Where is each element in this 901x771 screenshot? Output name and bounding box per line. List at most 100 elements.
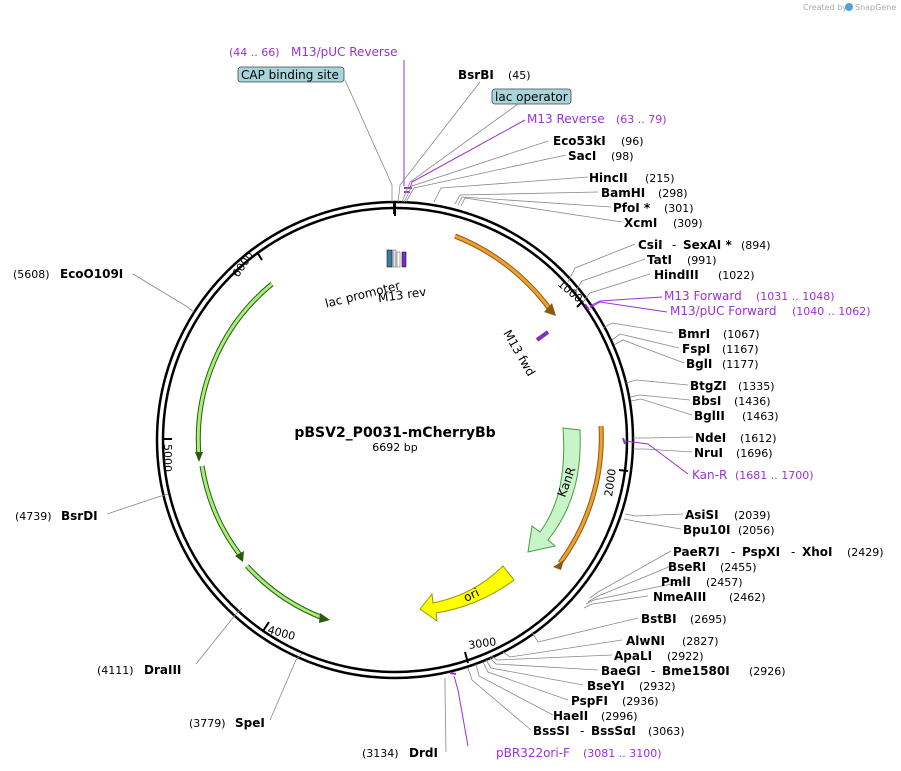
enzyme-nrui: NruI (1696) <box>694 446 773 460</box>
enzyme-name: BaeGI <box>601 664 641 678</box>
enzyme-position: (1067) <box>723 328 760 341</box>
cap-binding-site-box: CAP binding site <box>237 66 345 83</box>
enzyme-position: (98) <box>611 150 634 163</box>
enzyme-position: (1696) <box>736 447 773 460</box>
enzyme-position: (1022) <box>718 269 755 282</box>
enzyme-position: (301) <box>664 202 694 215</box>
enzyme-name: BglII <box>694 409 725 423</box>
enzyme-position: (3779) <box>189 717 226 730</box>
enzyme-eco53ki: Eco53kI (96) <box>553 134 644 148</box>
tick-label-3000: 3000 <box>468 635 498 652</box>
enzyme-bseyi: BseYI (2932) <box>587 679 676 693</box>
enzyme-name: ApaLI <box>614 649 652 663</box>
m13-rev-label: M13 rev <box>377 285 427 306</box>
enzyme-position: (1463) <box>742 410 779 423</box>
enzyme-name: PmlI <box>661 575 691 589</box>
enzyme-fspi: FspI (1167) <box>682 342 759 356</box>
enzyme-name: HaeII <box>553 709 588 723</box>
enzyme-name: XcmI <box>624 216 657 230</box>
enzyme-name: SpeI <box>235 716 265 730</box>
enzyme-position: (3134) <box>362 747 399 760</box>
enzyme-position: (2827) <box>682 635 719 648</box>
m13-fwd-feature: M13 fwd <box>500 328 550 379</box>
enzyme-name: NruI <box>694 446 723 460</box>
enzyme-position: (2926) <box>749 665 786 678</box>
enzyme-separator-2: - <box>791 545 795 559</box>
enzyme-alwni: AlwNI (2827) <box>626 634 719 648</box>
enzyme-name: TatI <box>647 253 672 267</box>
enzyme-bstbi: BstBI (2695) <box>641 612 727 626</box>
enzyme-drdi: (3134) DrdI <box>362 746 438 760</box>
enzyme-position: (3063) <box>648 725 685 738</box>
enzyme-saci: SacI (98) <box>568 149 634 163</box>
enzyme-name-2: SexAI * <box>683 238 732 252</box>
primer-range: (44 .. 66) <box>229 46 280 59</box>
enzyme-name: FspI <box>682 342 710 356</box>
enzyme-position: (2455) <box>720 561 757 574</box>
enzyme-name: CsiI <box>638 238 663 252</box>
enzyme-name: DrdI <box>409 746 438 760</box>
enzyme-position: (2932) <box>639 680 676 693</box>
tick-2000 <box>618 469 629 472</box>
enzyme-bglii: BglII (1463) <box>694 409 779 423</box>
enzyme-position: (2695) <box>690 613 727 626</box>
enzyme-name: AlwNI <box>626 634 665 648</box>
enzyme-position: (1335) <box>738 380 775 393</box>
enzyme-name-2: Bme1580I <box>662 664 730 678</box>
enzyme-name: BsrBI <box>458 68 494 82</box>
credit-prefix: Created by <box>803 3 847 12</box>
lac-region-features: lac promoter M13 rev <box>324 249 427 311</box>
tick-3000 <box>464 651 469 664</box>
primer-name: Kan-R <box>692 468 727 482</box>
enzyme-csii: CsiI - SexAI * (894) <box>638 238 771 252</box>
enzyme-name: BseYI <box>587 679 625 693</box>
enzyme-haeii: HaeII (2996) <box>553 709 638 723</box>
enzyme-position: (4739) <box>15 510 52 523</box>
enzyme-position: (298) <box>658 187 688 200</box>
enzyme-position: (2056) <box>738 524 775 537</box>
enzyme-pspfi: PspFI (2936) <box>571 694 659 708</box>
m13-fwd-label: M13 fwd <box>500 328 538 379</box>
enzyme-eco0109i: (5608) EcoO109I <box>13 267 123 281</box>
enzyme-nmeaiii: NmeAIII (2462) <box>653 590 766 604</box>
enzyme-spei: (3779) SpeI <box>189 716 265 730</box>
enzyme-position: (2039) <box>734 509 771 522</box>
snapgene-logo-icon <box>845 3 853 11</box>
primer-range: (1040 .. 1062) <box>792 305 871 318</box>
primer-leader-lines <box>403 60 689 747</box>
primer-name: M13 Reverse <box>527 112 605 126</box>
enzyme-name: BssSI <box>533 724 570 738</box>
enzyme-position: (2457) <box>706 576 743 589</box>
enzyme-name: Eco53kI <box>553 134 606 148</box>
enzyme-position: (96) <box>621 135 644 148</box>
enzyme-name: BtgZI <box>690 379 727 393</box>
enzyme-name: HincII <box>589 171 628 185</box>
enzyme-position: (4111) <box>97 664 134 677</box>
primer-pbr322ori-f: pBR322ori-F (3081 .. 3100) <box>496 746 662 760</box>
snapgene-credit: Created by SnapGene <box>803 3 896 12</box>
enzyme-baegi: BaeGI - Bme1580I (2926) <box>601 664 786 678</box>
enzyme-position: (2462) <box>729 591 766 604</box>
primer-name: pBR322ori-F <box>496 746 570 760</box>
enzyme-position: (45) <box>508 69 531 82</box>
primer-range: (1031 .. 1048) <box>756 290 835 303</box>
primer-range: (3081 .. 3100) <box>583 747 662 760</box>
plasmid-size: 6692 bp <box>372 441 417 454</box>
enzyme-position: (1436) <box>734 395 771 408</box>
tick-label-2000: 2000 <box>602 468 619 498</box>
enzyme-name: HindIII <box>654 268 699 282</box>
enzyme-hincii: HincII (215) <box>589 171 675 185</box>
primer-m13-puc-reverse: (44 .. 66) M13/pUC Reverse <box>229 45 398 59</box>
enzyme-position: (2429) <box>847 546 884 559</box>
enzyme-bsrbi: BsrBI (45) <box>458 68 531 82</box>
ori-label: ori <box>461 585 481 604</box>
enzyme-pmli: PmlI (2457) <box>661 575 743 589</box>
enzyme-bpu10i: Bpu10I (2056) <box>683 523 775 537</box>
enzyme-position: (1612) <box>740 432 777 445</box>
primer-range: (63 .. 79) <box>616 113 667 126</box>
primer-m13-forward: M13 Forward (1031 .. 1048) <box>664 289 835 303</box>
enzyme-name: BseRI <box>668 560 706 574</box>
credit-brand: SnapGene <box>855 3 896 12</box>
orange-cds-right <box>553 425 604 570</box>
